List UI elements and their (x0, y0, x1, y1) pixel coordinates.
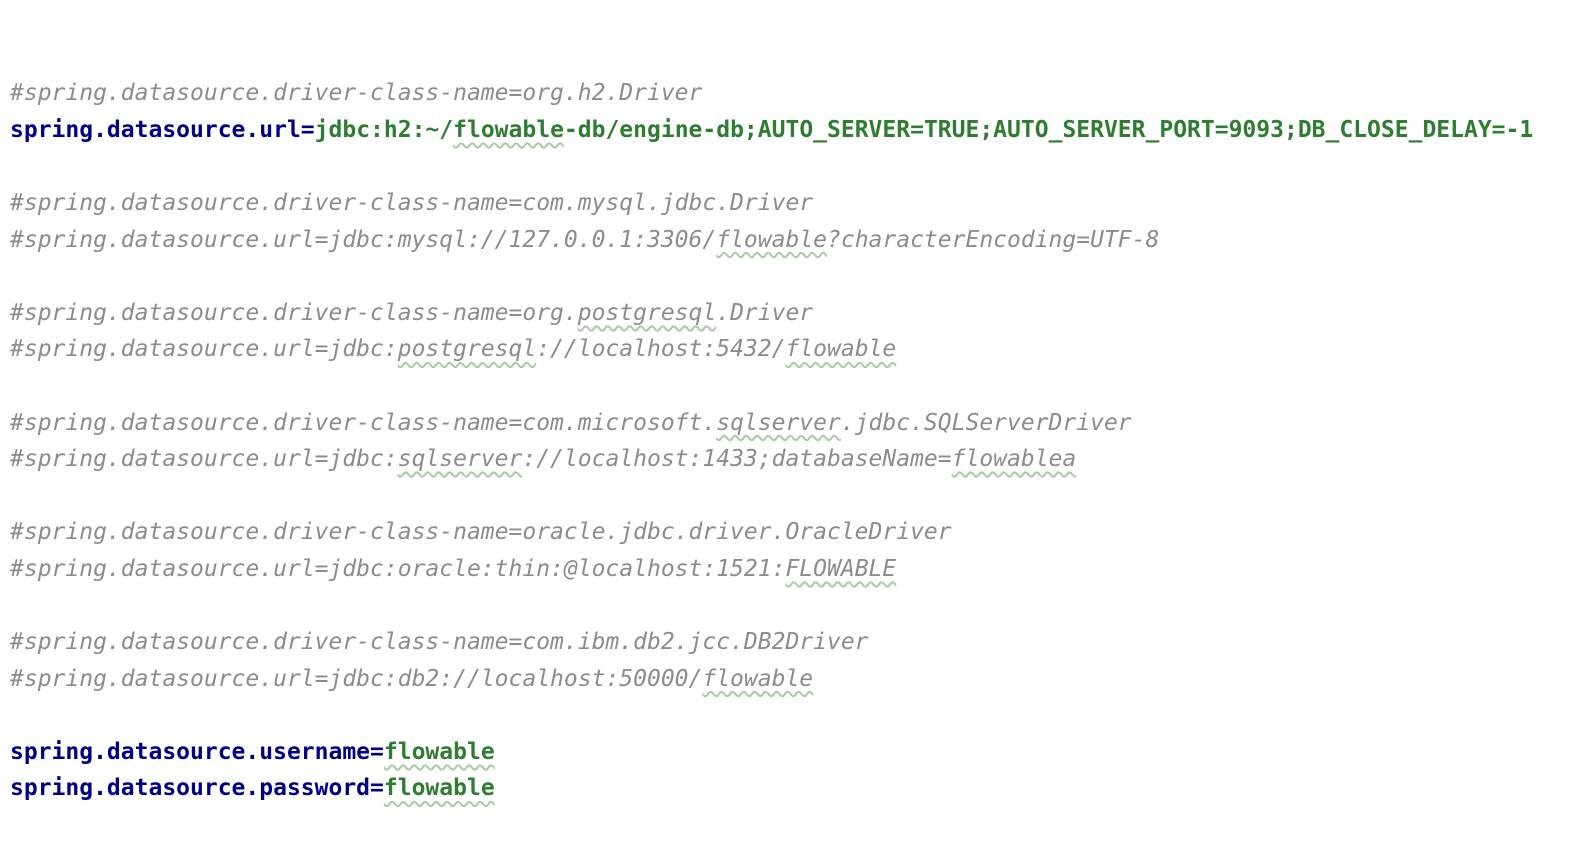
code-token-typo: postgresql (577, 299, 717, 326)
code-token: = (370, 775, 384, 802)
code-token: jdbc:h2:~/ (314, 116, 454, 143)
code-token-typo: sqlserver (397, 446, 523, 473)
code-token-typo: flowable (453, 116, 564, 143)
code-line: spring.datasource.url=jdbc:h2:~/flowable… (10, 112, 1572, 149)
code-line (10, 258, 1572, 295)
code-token: #spring.datasource.driver-class-name=org… (10, 80, 703, 107)
code-token: ?characterEncoding=UTF-8 (827, 226, 1160, 253)
code-token-typo: flowable (383, 738, 495, 765)
code-line (10, 148, 1572, 185)
code-line: spring.datasource.username=flowable (10, 734, 1572, 771)
code-line: #spring.datasource.driver-class-name=com… (10, 405, 1572, 442)
code-token: -db/engine-db;AUTO_SERVER=TRUE;AUTO_SERV… (563, 116, 1534, 143)
code-token: ://localhost:5432/ (536, 336, 786, 363)
code-line: #spring.datasource.driver-class-name=com… (10, 185, 1572, 222)
code-token-typo: flowable (383, 775, 495, 802)
code-token: ://localhost:1433;databaseName= (522, 446, 952, 473)
code-line (10, 478, 1572, 515)
code-line (10, 588, 1572, 625)
code-token-typo: flowable (702, 665, 814, 692)
code-token: = (300, 116, 315, 143)
code-token: #spring.datasource.url=jdbc:db2://localh… (10, 665, 703, 692)
code-token: spring.datasource.url (10, 116, 301, 143)
code-token-typo: flowablea (951, 446, 1077, 473)
code-line: #spring.datasource.url=jdbc:oracle:thin:… (10, 551, 1572, 588)
code-line: #spring.datasource.driver-class-name=org… (10, 295, 1572, 332)
code-token: spring.datasource.username (10, 738, 371, 765)
code-token: spring.datasource.password (10, 775, 371, 802)
code-token: #spring.datasource.url=jdbc: (10, 446, 398, 473)
code-line: #spring.datasource.url=jdbc:postgresql:/… (10, 331, 1572, 368)
code-token: #spring.datasource.url=jdbc:oracle:thin:… (10, 555, 786, 582)
code-token: .jdbc.SQLServerDriver (840, 409, 1132, 436)
code-token-typo: FLOWABLE (785, 555, 897, 582)
code-token: #spring.datasource.url=jdbc: (10, 336, 398, 363)
code-line (10, 697, 1572, 734)
code-token-typo: sqlserver (716, 409, 841, 436)
code-line: #spring.datasource.driver-class-name=org… (10, 75, 1572, 112)
properties-editor[interactable]: #spring.datasource.driver-class-name=org… (0, 0, 1572, 801)
code-line: #spring.datasource.url=jdbc:mysql://127.… (10, 222, 1572, 259)
code-token: #spring.datasource.driver-class-name=com… (10, 409, 717, 436)
code-line: #spring.datasource.url=jdbc:db2://localh… (10, 661, 1572, 698)
code-token: #spring.datasource.url=jdbc:mysql://127.… (10, 226, 717, 253)
code-line: spring.datasource.password=flowable (10, 770, 1572, 807)
code-token: #spring.datasource.driver-class-name=com… (10, 189, 814, 216)
code-line: #spring.datasource.driver-class-name=com… (10, 624, 1572, 661)
code-token-typo: flowable (785, 336, 897, 363)
code-line: #spring.datasource.driver-class-name=ora… (10, 514, 1572, 551)
code-area: #spring.datasource.driver-class-name=org… (10, 75, 1572, 807)
code-token: #spring.datasource.driver-class-name=ora… (10, 519, 952, 546)
code-line: #spring.datasource.url=jdbc:sqlserver://… (10, 441, 1572, 478)
code-token: #spring.datasource.driver-class-name=com… (10, 629, 869, 656)
code-token: #spring.datasource.driver-class-name=org… (10, 299, 578, 326)
code-token: .Driver (716, 299, 814, 326)
code-token: = (370, 738, 384, 765)
code-line (10, 368, 1572, 405)
code-token-typo: postgresql (397, 336, 537, 363)
code-token-typo: flowable (716, 226, 827, 253)
